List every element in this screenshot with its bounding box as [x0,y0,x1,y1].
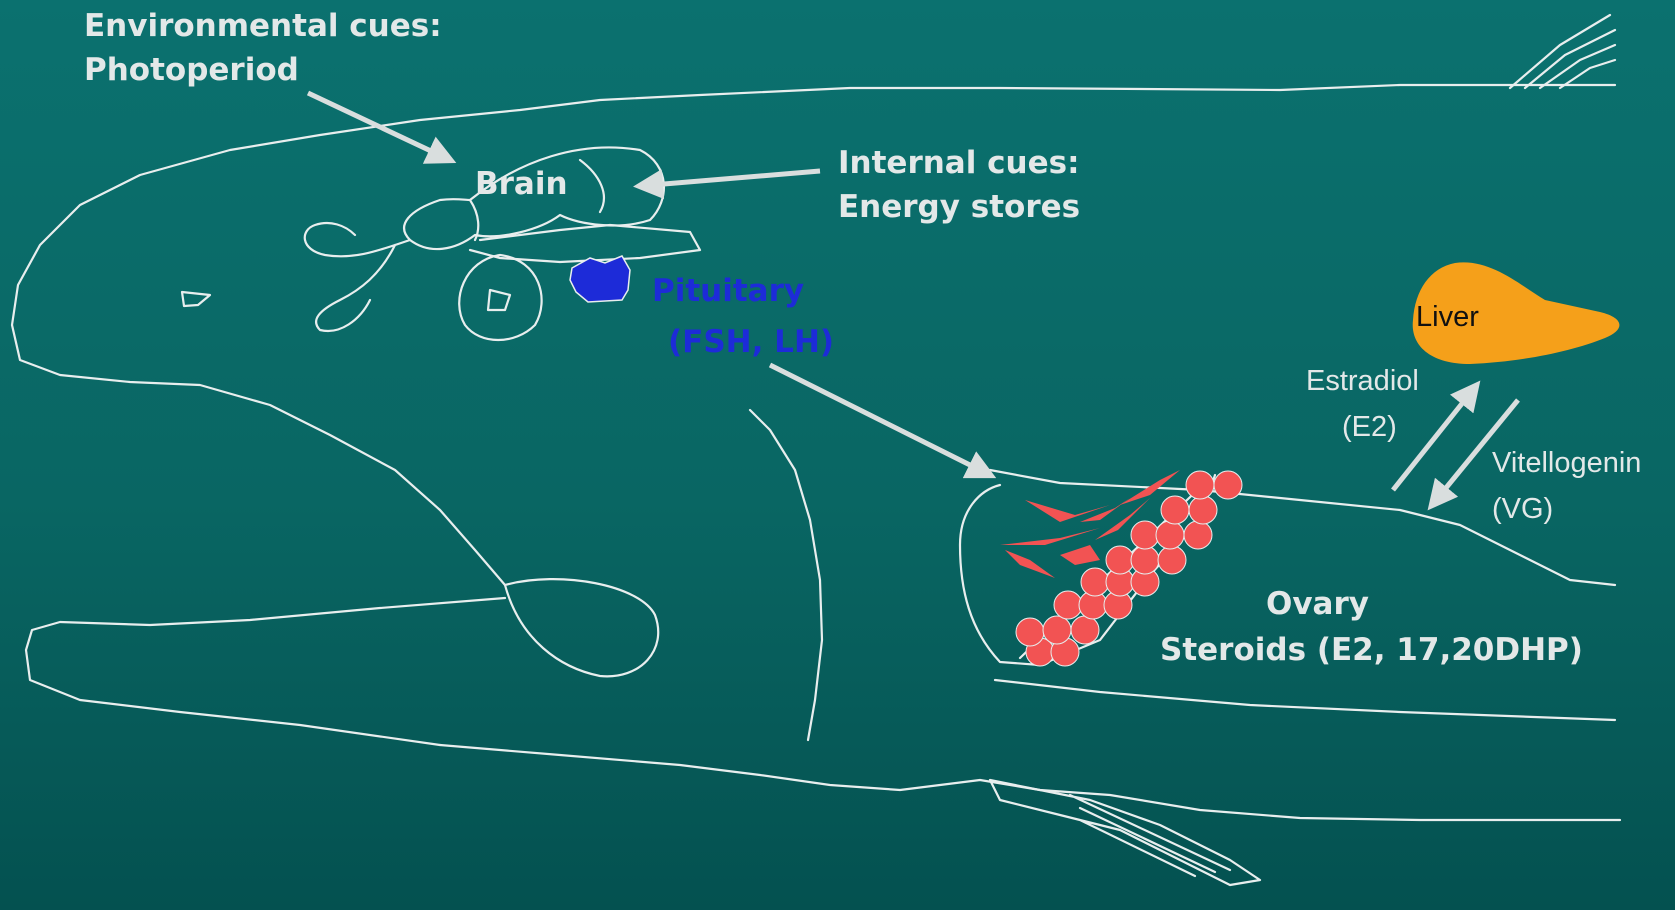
energy-stores-label: Energy stores [838,185,1080,229]
egg [1161,496,1189,524]
egg [1131,521,1159,549]
estradiol-abbr-label: (E2) [1342,408,1397,446]
steroids-label: Steroids (E2, 17,20DHP) [1160,628,1583,672]
egg [1184,521,1212,549]
pituitary-label: Pituitary [652,269,804,313]
gill-cover-outline [750,410,822,740]
internal-cues-label: Internal cues: [838,141,1079,185]
fish-jaw-outline [505,579,658,676]
optic-lobe [459,255,541,340]
egg [1156,521,1184,549]
arrow-photoperiod-to-brain [308,93,450,160]
egg [1071,616,1099,644]
egg [1131,546,1159,574]
egg [1043,616,1071,644]
egg [1081,568,1109,596]
egg [1189,496,1217,524]
estradiol-label: Estradiol [1306,362,1419,400]
vitellogenin-label: Vitellogenin [1492,444,1641,482]
fish-lower-body-line [995,680,1615,720]
ovary-label: Ovary [1266,582,1369,626]
brain-label: Brain [475,162,568,206]
egg [1158,546,1186,574]
fish-eye [182,292,210,306]
egg [1054,591,1082,619]
pectoral-fin [990,780,1260,885]
pituitary-hormones-label: (FSH, LH) [668,320,834,364]
egg [1214,471,1242,499]
arrow-pituitary-to-ovary [770,365,990,475]
arrow-internal-to-brain [640,171,820,186]
egg [1016,618,1044,646]
egg [1106,546,1134,574]
fish-lower-jaw-outline [26,598,505,745]
fish-belly-outline [440,745,1620,820]
tail-fin-lines [1510,15,1615,88]
vitellogenin-abbr-label: (VG) [1492,490,1553,528]
pituitary-gland [570,256,630,302]
environmental-cues-label: Environmental cues: [84,4,442,48]
liver-label: Liver [1416,298,1479,336]
arrow-estradiol-to-liver [1393,386,1476,490]
egg [1186,471,1214,499]
photoperiod-label: Photoperiod [84,48,299,92]
olfactory-bulb [305,223,410,331]
